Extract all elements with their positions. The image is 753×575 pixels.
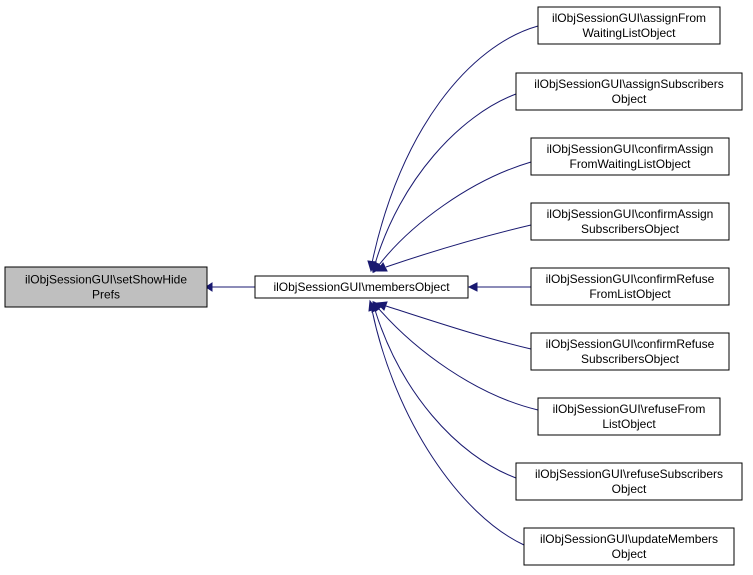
edge-line: [371, 25, 539, 264]
node-box: [515, 462, 743, 501]
edge-line: [385, 305, 532, 350]
node-label-line: ilObjSessionGUI\confirmAssign: [547, 142, 714, 156]
node-label-line: ilObjSessionGUI\confirmRefuse: [546, 272, 715, 286]
arrowhead-icon: [376, 262, 388, 272]
node-label-line: FromListObject: [589, 287, 671, 301]
node-box: [530, 267, 730, 306]
edge-confirm-refuse-subscribers-object-to-members-object: [375, 301, 532, 350]
edge-line: [374, 309, 517, 479]
edge-line: [371, 309, 525, 546]
node-box: [523, 527, 735, 566]
node-label-line: ilObjSessionGUI\membersObject: [273, 280, 450, 294]
edges-layer: [205, 25, 539, 546]
node-label-line: ilObjSessionGUI\refuseSubscribers: [535, 467, 723, 481]
node-assign-from-waiting-list-object[interactable]: ilObjSessionGUI\assignFromWaitingListObj…: [537, 6, 721, 45]
node-label-line: ilObjSessionGUI\setShowHide: [25, 273, 187, 287]
node-label-line: Object: [612, 482, 647, 496]
edge-members-object-to-set-show-hide-prefs: [205, 282, 255, 292]
edge-update-members-object-to-members-object: [368, 299, 525, 546]
node-label-line: SubscribersObject: [581, 222, 680, 236]
node-members-object[interactable]: ilObjSessionGUI\membersObject: [254, 275, 469, 299]
node-label-line: ilObjSessionGUI\refuseFrom: [553, 402, 706, 416]
node-label-line: FromWaitingListObject: [570, 157, 692, 171]
edge-line: [374, 93, 517, 265]
node-box: [537, 6, 721, 45]
node-confirm-assign-from-waiting-list-object[interactable]: ilObjSessionGUI\confirmAssignFromWaiting…: [530, 137, 730, 176]
nodes-layer: ilObjSessionGUI\setShowHidePrefsilObjSes…: [4, 6, 743, 566]
node-box: [254, 275, 469, 299]
edge-assign-subscribers-object-to-members-object: [370, 93, 517, 274]
node-label-line: ilObjSessionGUI\updateMembers: [540, 532, 718, 546]
arrowhead-icon: [467, 282, 478, 292]
node-label-line: ListObject: [602, 417, 656, 431]
edge-confirm-assign-subscribers-object-to-members-object: [376, 224, 532, 272]
edge-line: [378, 308, 539, 411]
node-box: [530, 137, 730, 176]
node-box: [537, 397, 721, 436]
node-label-line: SubscribersObject: [581, 352, 680, 366]
edge-assign-from-waiting-list-object-to-members-object: [367, 25, 539, 273]
node-label-line: WaitingListObject: [583, 26, 677, 40]
edge-confirm-refuse-from-list-object-to-members-object: [467, 282, 531, 292]
node-box: [515, 72, 743, 111]
node-label-line: ilObjSessionGUI\confirmRefuse: [546, 337, 715, 351]
node-confirm-refuse-subscribers-object[interactable]: ilObjSessionGUI\confirmRefuseSubscribers…: [530, 332, 730, 371]
node-label-line: ilObjSessionGUI\assignFrom: [552, 11, 706, 25]
node-label-line: Object: [612, 547, 647, 561]
node-label-line: ilObjSessionGUI\confirmAssign: [547, 207, 714, 221]
node-label-line: Prefs: [92, 288, 120, 302]
node-confirm-refuse-from-list-object[interactable]: ilObjSessionGUI\confirmRefuseFromListObj…: [530, 267, 730, 306]
arrowhead-icon: [205, 282, 213, 292]
edge-refuse-subscribers-object-to-members-object: [371, 300, 517, 479]
node-confirm-assign-subscribers-object[interactable]: ilObjSessionGUI\confirmAssignSubscribers…: [530, 202, 730, 241]
node-box: [530, 202, 730, 241]
node-box: [530, 332, 730, 371]
edge-line: [385, 224, 532, 268]
node-label-line: Object: [612, 92, 647, 106]
node-label-line: ilObjSessionGUI\assignSubscribers: [534, 77, 723, 91]
edge-line: [378, 161, 532, 266]
node-box: [4, 266, 208, 308]
arrowhead-icon: [368, 299, 377, 312]
